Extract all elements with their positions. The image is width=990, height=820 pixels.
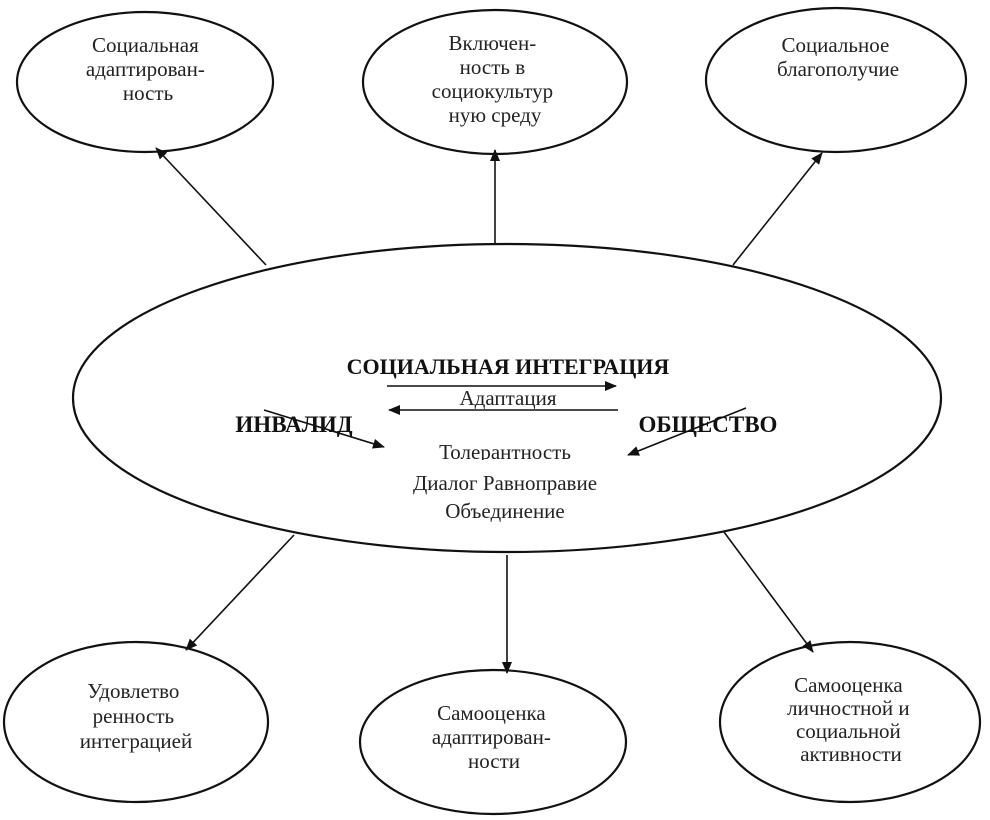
node-social-adaptation-line-3: ность [123, 81, 173, 105]
node-sociocultural-inclusion-ellipse [361, 8, 629, 156]
node-sociocultural-inclusion-line-1: Включен- [449, 31, 537, 55]
node-social-adaptation-ellipse [15, 10, 275, 154]
node-activity-self-assessment-line-2: личностной и [787, 696, 910, 720]
node-integration-satisfaction: Удовлетво ренность интеграцией [2, 640, 270, 804]
node-sociocultural-inclusion: Включен- ность в социокультур ную среду [361, 8, 629, 156]
node-integration-satisfaction-line-3: интеграцией [80, 729, 192, 753]
svg-text:Самооценка личностной и: Самооценка личностной и социальной актив… [787, 673, 915, 766]
node-activity-self-assessment-line-3: социальной [796, 719, 901, 743]
disabled-person-arrow [263, 409, 385, 449]
arrow-to-social-adaptation [155, 147, 267, 266]
unification-label: Объединение [445, 499, 565, 523]
svg-text:Удовлетво ренность: Удовлетво ренность интеграцией [80, 679, 192, 753]
node-sociocultural-inclusion-line-2: ность в [460, 55, 526, 79]
adaptation-label: Адаптация [459, 386, 556, 410]
node-adaptation-self-assessment-line-1: Самооценка [437, 701, 546, 725]
node-social-wellbeing: Социальное благополучие [704, 6, 968, 154]
society-arrow [627, 407, 747, 456]
svg-text:Социальная адаптирован-: Социальная адаптирован- ность [86, 33, 210, 105]
node-social-wellbeing-line-1: Социальное [781, 33, 889, 57]
svg-text:Социальное благополучие: Социальное благополучие [777, 33, 899, 81]
node-sociocultural-inclusion-line-4: ную среду [449, 103, 542, 127]
node-adaptation-self-assessment: Самооценка адаптирован- ности [358, 668, 628, 816]
node-activity-self-assessment: Самооценка личностной и социальной актив… [718, 640, 982, 804]
node-adaptation-self-assessment-line-3: ности [468, 749, 520, 773]
node-social-adaptation-line-2: адаптирован- [86, 57, 205, 81]
arrow-to-activity-self-assessment [723, 531, 814, 653]
disabled-person-label: ИНВАЛИД [235, 412, 352, 437]
node-social-wellbeing-line-2: благополучие [777, 57, 899, 81]
node-activity-self-assessment-line-1: Самооценка [794, 673, 903, 697]
arrow-to-integration-satisfaction [185, 534, 295, 651]
node-integration-satisfaction-line-1: Удовлетво [87, 679, 179, 703]
node-adaptation-self-assessment-line-2: адаптирован- [432, 725, 551, 749]
arrow-to-social-wellbeing [732, 152, 823, 266]
tolerance-mask [410, 460, 600, 470]
center-title: СОЦИАЛЬНАЯ ИНТЕГРАЦИЯ [347, 354, 670, 379]
node-social-adaptation-line-1: Социальная [92, 33, 199, 57]
node-adaptation-self-assessment-ellipse [358, 668, 628, 816]
svg-text:Включен- ность в с: Включен- ность в социокультур ную среду [432, 31, 559, 127]
node-social-adaptation: Социальная адаптирован- ность [15, 10, 275, 154]
svg-text:Самооценка адаптирован-: Самооценка адаптирован- ности [432, 701, 556, 773]
node-social-wellbeing-ellipse [704, 6, 968, 154]
node-activity-self-assessment-ellipse [718, 640, 982, 804]
center-ellipse [71, 242, 943, 554]
node-sociocultural-inclusion-line-3: социокультур [432, 79, 553, 103]
society-label: ОБЩЕСТВО [639, 412, 778, 437]
node-integration-satisfaction-line-2: ренность [93, 704, 174, 728]
dialogue-equality-label: Диалог Равноправие [413, 471, 597, 495]
node-integration-satisfaction-ellipse [2, 640, 270, 804]
node-activity-self-assessment-line-4: активности [800, 742, 902, 766]
